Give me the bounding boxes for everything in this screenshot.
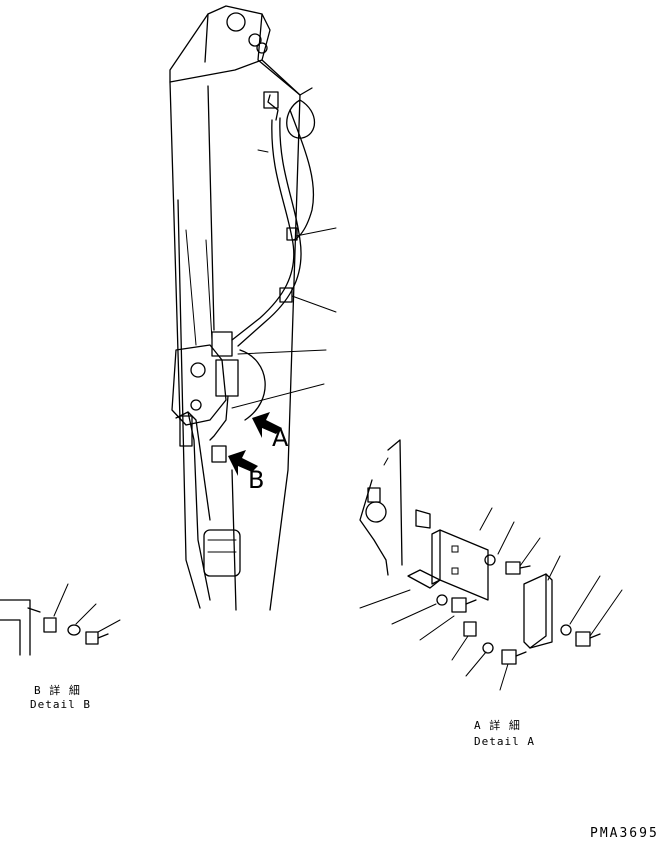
detail-a-title-jp: A 詳 細 — [474, 719, 521, 732]
arrow-a-icon — [252, 412, 282, 438]
detail-a-title-en: Detail A — [474, 735, 535, 748]
hydraulic-hoses — [179, 87, 316, 463]
arrow-b-icon — [228, 450, 258, 476]
callout-b-label: B — [248, 466, 265, 494]
detail-b-drawing — [0, 583, 121, 656]
drawing-code: PMA3695 — [590, 826, 659, 841]
callout-a-label: A — [272, 424, 289, 452]
arm-structure — [169, 5, 301, 611]
leader-lines — [231, 227, 337, 409]
detail-b-title-jp: B 詳 細 — [34, 684, 81, 697]
detail-b-title-en: Detail B — [30, 698, 91, 711]
detail-a-drawing — [359, 439, 623, 691]
